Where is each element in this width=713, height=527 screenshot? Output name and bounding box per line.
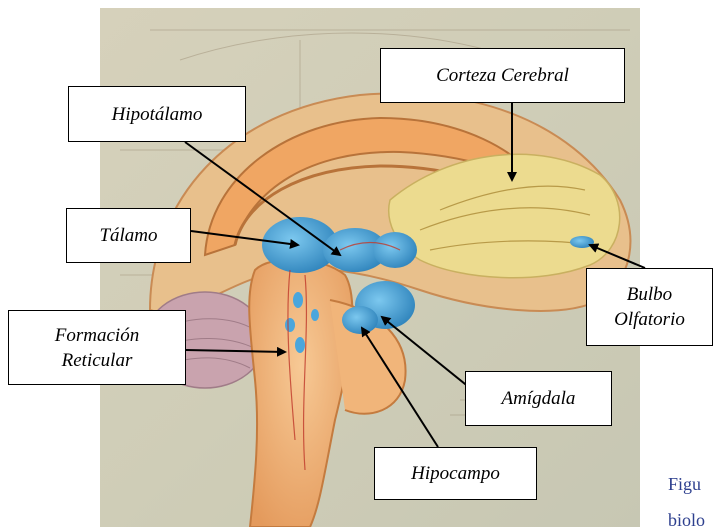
label-amigdala-text: Amígdala [502,386,576,411]
label-formacion-reticular: Formación Reticular [8,310,186,385]
label-talamo: Tálamo [66,208,191,263]
label-formacion-line1: Formación [55,323,139,348]
caption-line2: biolo [668,502,713,527]
label-formacion-line2: Reticular [62,348,133,373]
label-talamo-text: Tálamo [99,223,157,248]
label-hipocampo-text: Hipocampo [411,461,500,486]
caption-line1: Figu [668,466,713,502]
figure-caption: Figu biolo [668,466,713,527]
label-corteza-cerebral: Corteza Cerebral [380,48,625,103]
label-corteza-text: Corteza Cerebral [436,63,569,88]
label-hipocampo: Hipocampo [374,447,537,500]
label-amigdala: Amígdala [465,371,612,426]
label-bulbo-olfatorio: Bulbo Olfatorio [586,268,713,346]
label-hipotalamo-text: Hipotálamo [112,102,203,127]
hippocampus-structure [342,306,378,334]
label-bulbo-line2: Olfatorio [614,307,685,332]
label-hipotalamo: Hipotálamo [68,86,246,142]
label-bulbo-line1: Bulbo [627,282,672,307]
